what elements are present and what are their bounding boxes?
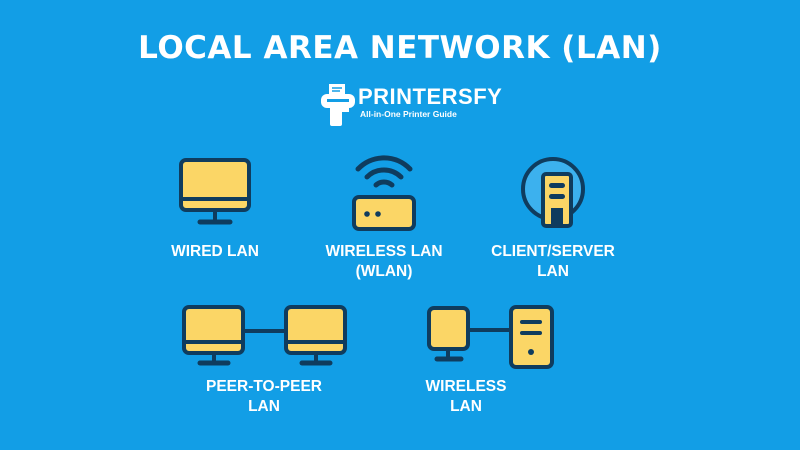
page-title: LOCAL AREA NETWORK (LAN)	[138, 30, 662, 66]
label-wireless-lan: WIRELESS LAN	[366, 377, 566, 417]
two-connected-monitors-icon	[182, 305, 347, 366]
label-client-server-lan: CLIENT/SERVER LAN	[453, 242, 653, 282]
label-line: WIRELESS LAN	[325, 243, 443, 260]
label-line: PEER-TO-PEER	[206, 378, 322, 395]
label-wireless-lan-wlan: WIRELESS LAN (WLAN)	[284, 242, 484, 282]
brand-tagline: All-in-One Printer Guide	[360, 109, 457, 119]
label-line: LAN	[248, 398, 280, 415]
label-wired-lan: WIRED LAN	[115, 242, 315, 262]
label-line: LAN	[450, 398, 482, 415]
label-line: WIRELESS	[425, 378, 507, 395]
brand-name: PRINTERSFY	[358, 84, 503, 109]
brand-logo: PRINTERSFY All-in-One Printer Guide	[318, 82, 502, 128]
label-line: LAN	[537, 263, 569, 280]
label-line: (WLAN)	[355, 263, 413, 280]
monitor-to-tower-icon	[427, 305, 554, 369]
wifi-router-icon	[352, 155, 416, 231]
printer-icon	[321, 84, 355, 126]
label-line: CLIENT/SERVER	[491, 243, 615, 260]
server-tower-icon	[521, 157, 585, 228]
monitor-icon	[179, 158, 251, 225]
label-peer-to-peer-lan: PEER-TO-PEER LAN	[164, 377, 364, 417]
label-line: WIRED LAN	[171, 243, 259, 260]
